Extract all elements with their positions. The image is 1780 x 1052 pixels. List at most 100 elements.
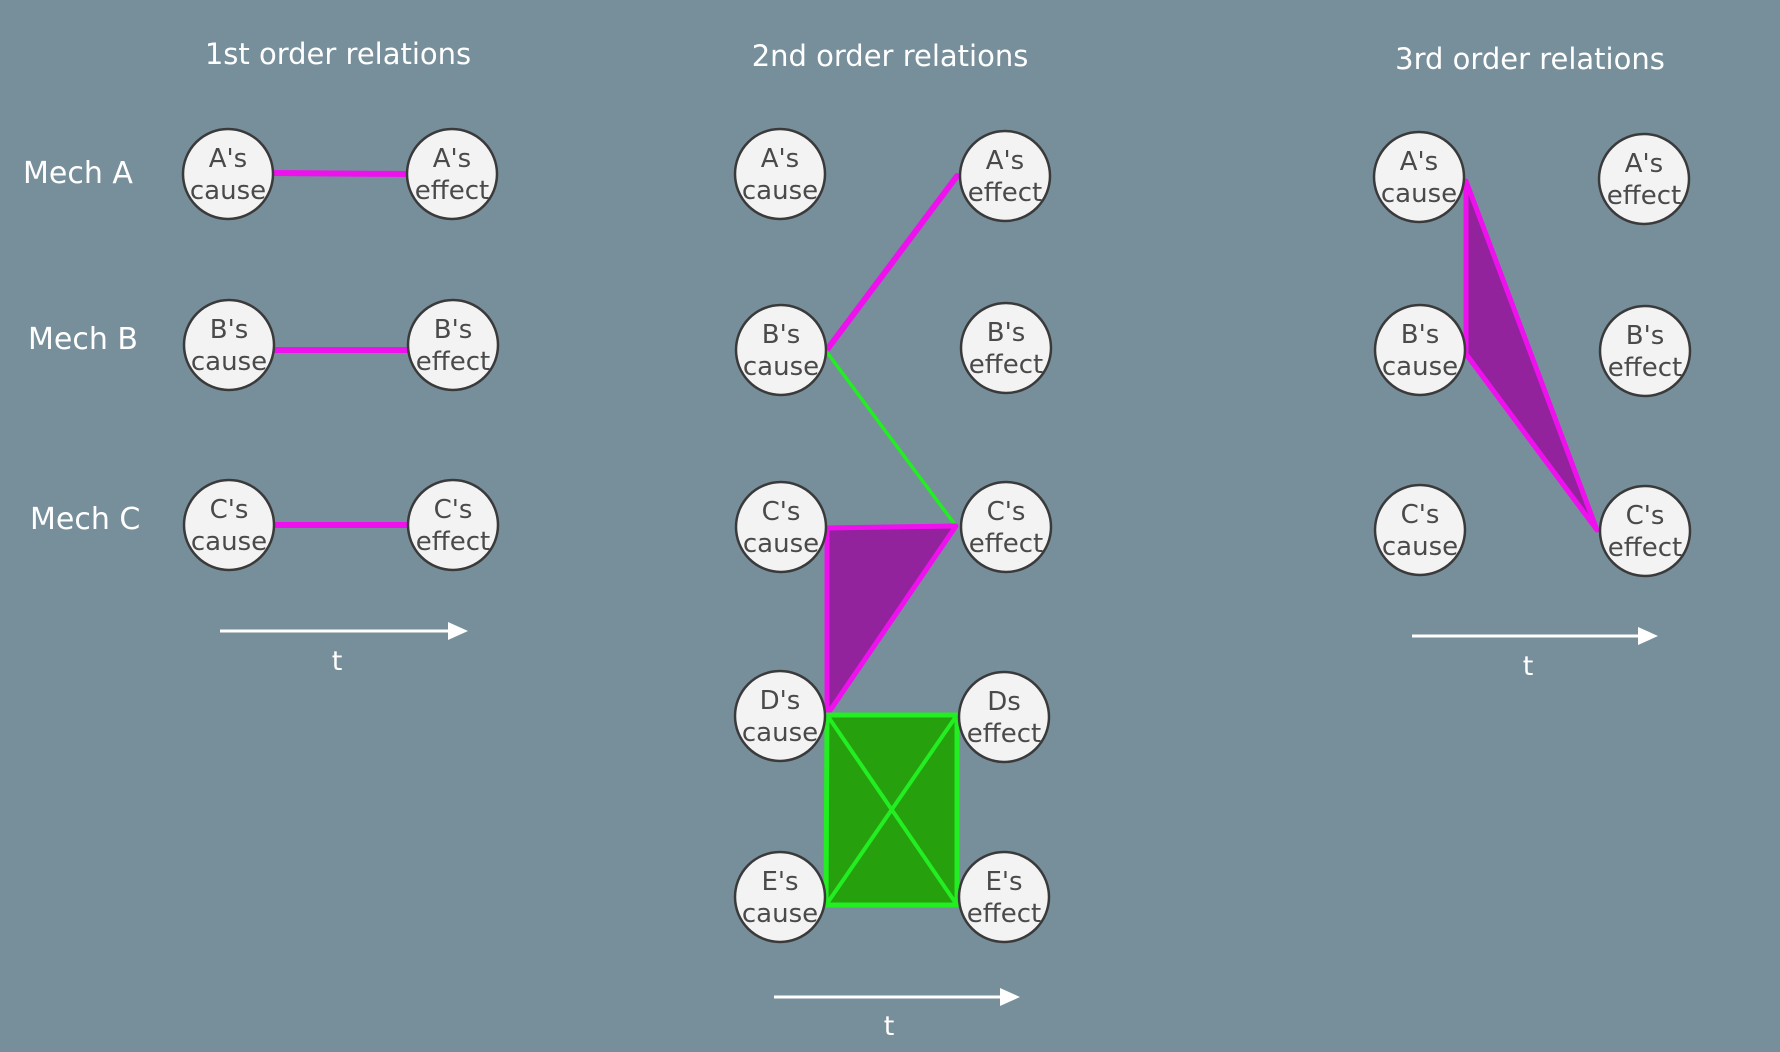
node-label-line1: B's <box>434 315 473 345</box>
node-label-line2: effect <box>967 719 1041 749</box>
node-label-line2: cause <box>191 347 267 377</box>
relation-edge-magenta <box>823 173 960 354</box>
node-circle <box>734 303 828 397</box>
node-circle <box>958 129 1052 223</box>
node-label-line1: C's <box>1626 501 1665 531</box>
node-label-line1: E's <box>985 867 1022 897</box>
node-label-line1: Ds <box>987 687 1021 717</box>
node-label-line2: effect <box>416 527 490 557</box>
node-circle <box>733 127 827 221</box>
node-circle <box>1372 130 1466 224</box>
node-label-line1: A's <box>433 144 471 174</box>
node-label-line1: B's <box>1626 321 1665 351</box>
node-circle <box>406 478 500 572</box>
node-label-line1: D's <box>760 686 801 716</box>
node-circle <box>1598 304 1692 398</box>
node-label-line1: A's <box>761 144 799 174</box>
node-label-line2: cause <box>742 718 818 748</box>
node-label-line2: cause <box>190 176 266 206</box>
node-circle <box>733 850 827 944</box>
node-label-line1: B's <box>210 315 249 345</box>
time-arrow <box>220 622 468 640</box>
node-circle <box>1598 484 1692 578</box>
node-layer: A'scauseA'seffectB'scauseB'seffectC'scau… <box>181 127 500 572</box>
node-label-line1: B's <box>762 320 801 350</box>
arrowhead-icon <box>1000 988 1020 1006</box>
node-label-line1: A's <box>986 146 1024 176</box>
time-axis-label: t <box>1523 651 1534 682</box>
node-label-line2: cause <box>743 352 819 382</box>
node-label-line2: effect <box>969 350 1043 380</box>
node-label-line1: A's <box>1625 149 1663 179</box>
panel-title: 3rd order relations <box>1395 42 1665 76</box>
node-label-line1: A's <box>209 144 247 174</box>
node-circle <box>406 298 500 392</box>
node-label-line1: C's <box>1401 500 1440 530</box>
node-label-line2: effect <box>415 176 489 206</box>
time-axis-label: t <box>332 646 343 677</box>
relation-edge-green <box>824 349 958 528</box>
node-label-line1: B's <box>1401 320 1440 350</box>
node-circle <box>182 478 276 572</box>
relation-face-purple <box>824 523 959 718</box>
node-circle <box>405 127 499 221</box>
node-label-line2: effect <box>416 347 490 377</box>
row-label-mech-b: Mech B <box>28 322 138 357</box>
node-label-line2: effect <box>969 529 1043 559</box>
panel-title: 1st order relations <box>205 37 471 71</box>
relation-face-purple <box>1463 178 1600 533</box>
node-label-line2: cause <box>743 529 819 559</box>
node-label-line2: cause <box>742 899 818 929</box>
node-label-line1: C's <box>987 497 1026 527</box>
time-arrow <box>774 988 1020 1006</box>
panel-title: 2nd order relations <box>752 39 1029 73</box>
panel-second-order: 2nd order relations A'scauseA'seffectB's… <box>733 39 1053 1042</box>
node-circle <box>959 480 1053 574</box>
node-circle <box>182 298 276 392</box>
panel-third-order: 3rd order relations A'scauseA'seffectB's… <box>1372 42 1692 682</box>
node-circle <box>181 127 275 221</box>
node-label-line1: C's <box>210 495 249 525</box>
node-label-line1: A's <box>1400 147 1438 177</box>
node-label-line2: effect <box>967 899 1041 929</box>
relation-layer <box>823 173 960 908</box>
node-label-line1: E's <box>761 867 798 897</box>
row-label-mech-c: Mech C <box>30 502 140 537</box>
node-circle <box>734 480 828 574</box>
node-layer: A'scauseA'seffectB'scauseB'seffectC'scau… <box>733 127 1053 944</box>
row-label-mech-a: Mech A <box>23 156 133 191</box>
node-layer: A'scauseA'seffectB'scauseB'seffectC'scau… <box>1372 130 1692 578</box>
node-circle <box>957 850 1051 944</box>
node-label-line2: effect <box>1607 181 1681 211</box>
time-arrow <box>1412 627 1658 645</box>
node-circle <box>733 669 827 763</box>
node-circle <box>1597 132 1691 226</box>
relation-edge-magenta <box>269 170 410 177</box>
arrowhead-icon <box>1638 627 1658 645</box>
node-label-line2: cause <box>1381 179 1457 209</box>
node-label-line2: cause <box>1382 352 1458 382</box>
panel-first-order: 1st order relations Mech A Mech B Mech C… <box>23 37 500 677</box>
node-circle <box>957 670 1051 764</box>
node-label-line2: effect <box>1608 353 1682 383</box>
node-label-line2: effect <box>1608 533 1682 563</box>
relation-layer <box>269 170 411 528</box>
node-circle <box>959 301 1053 395</box>
